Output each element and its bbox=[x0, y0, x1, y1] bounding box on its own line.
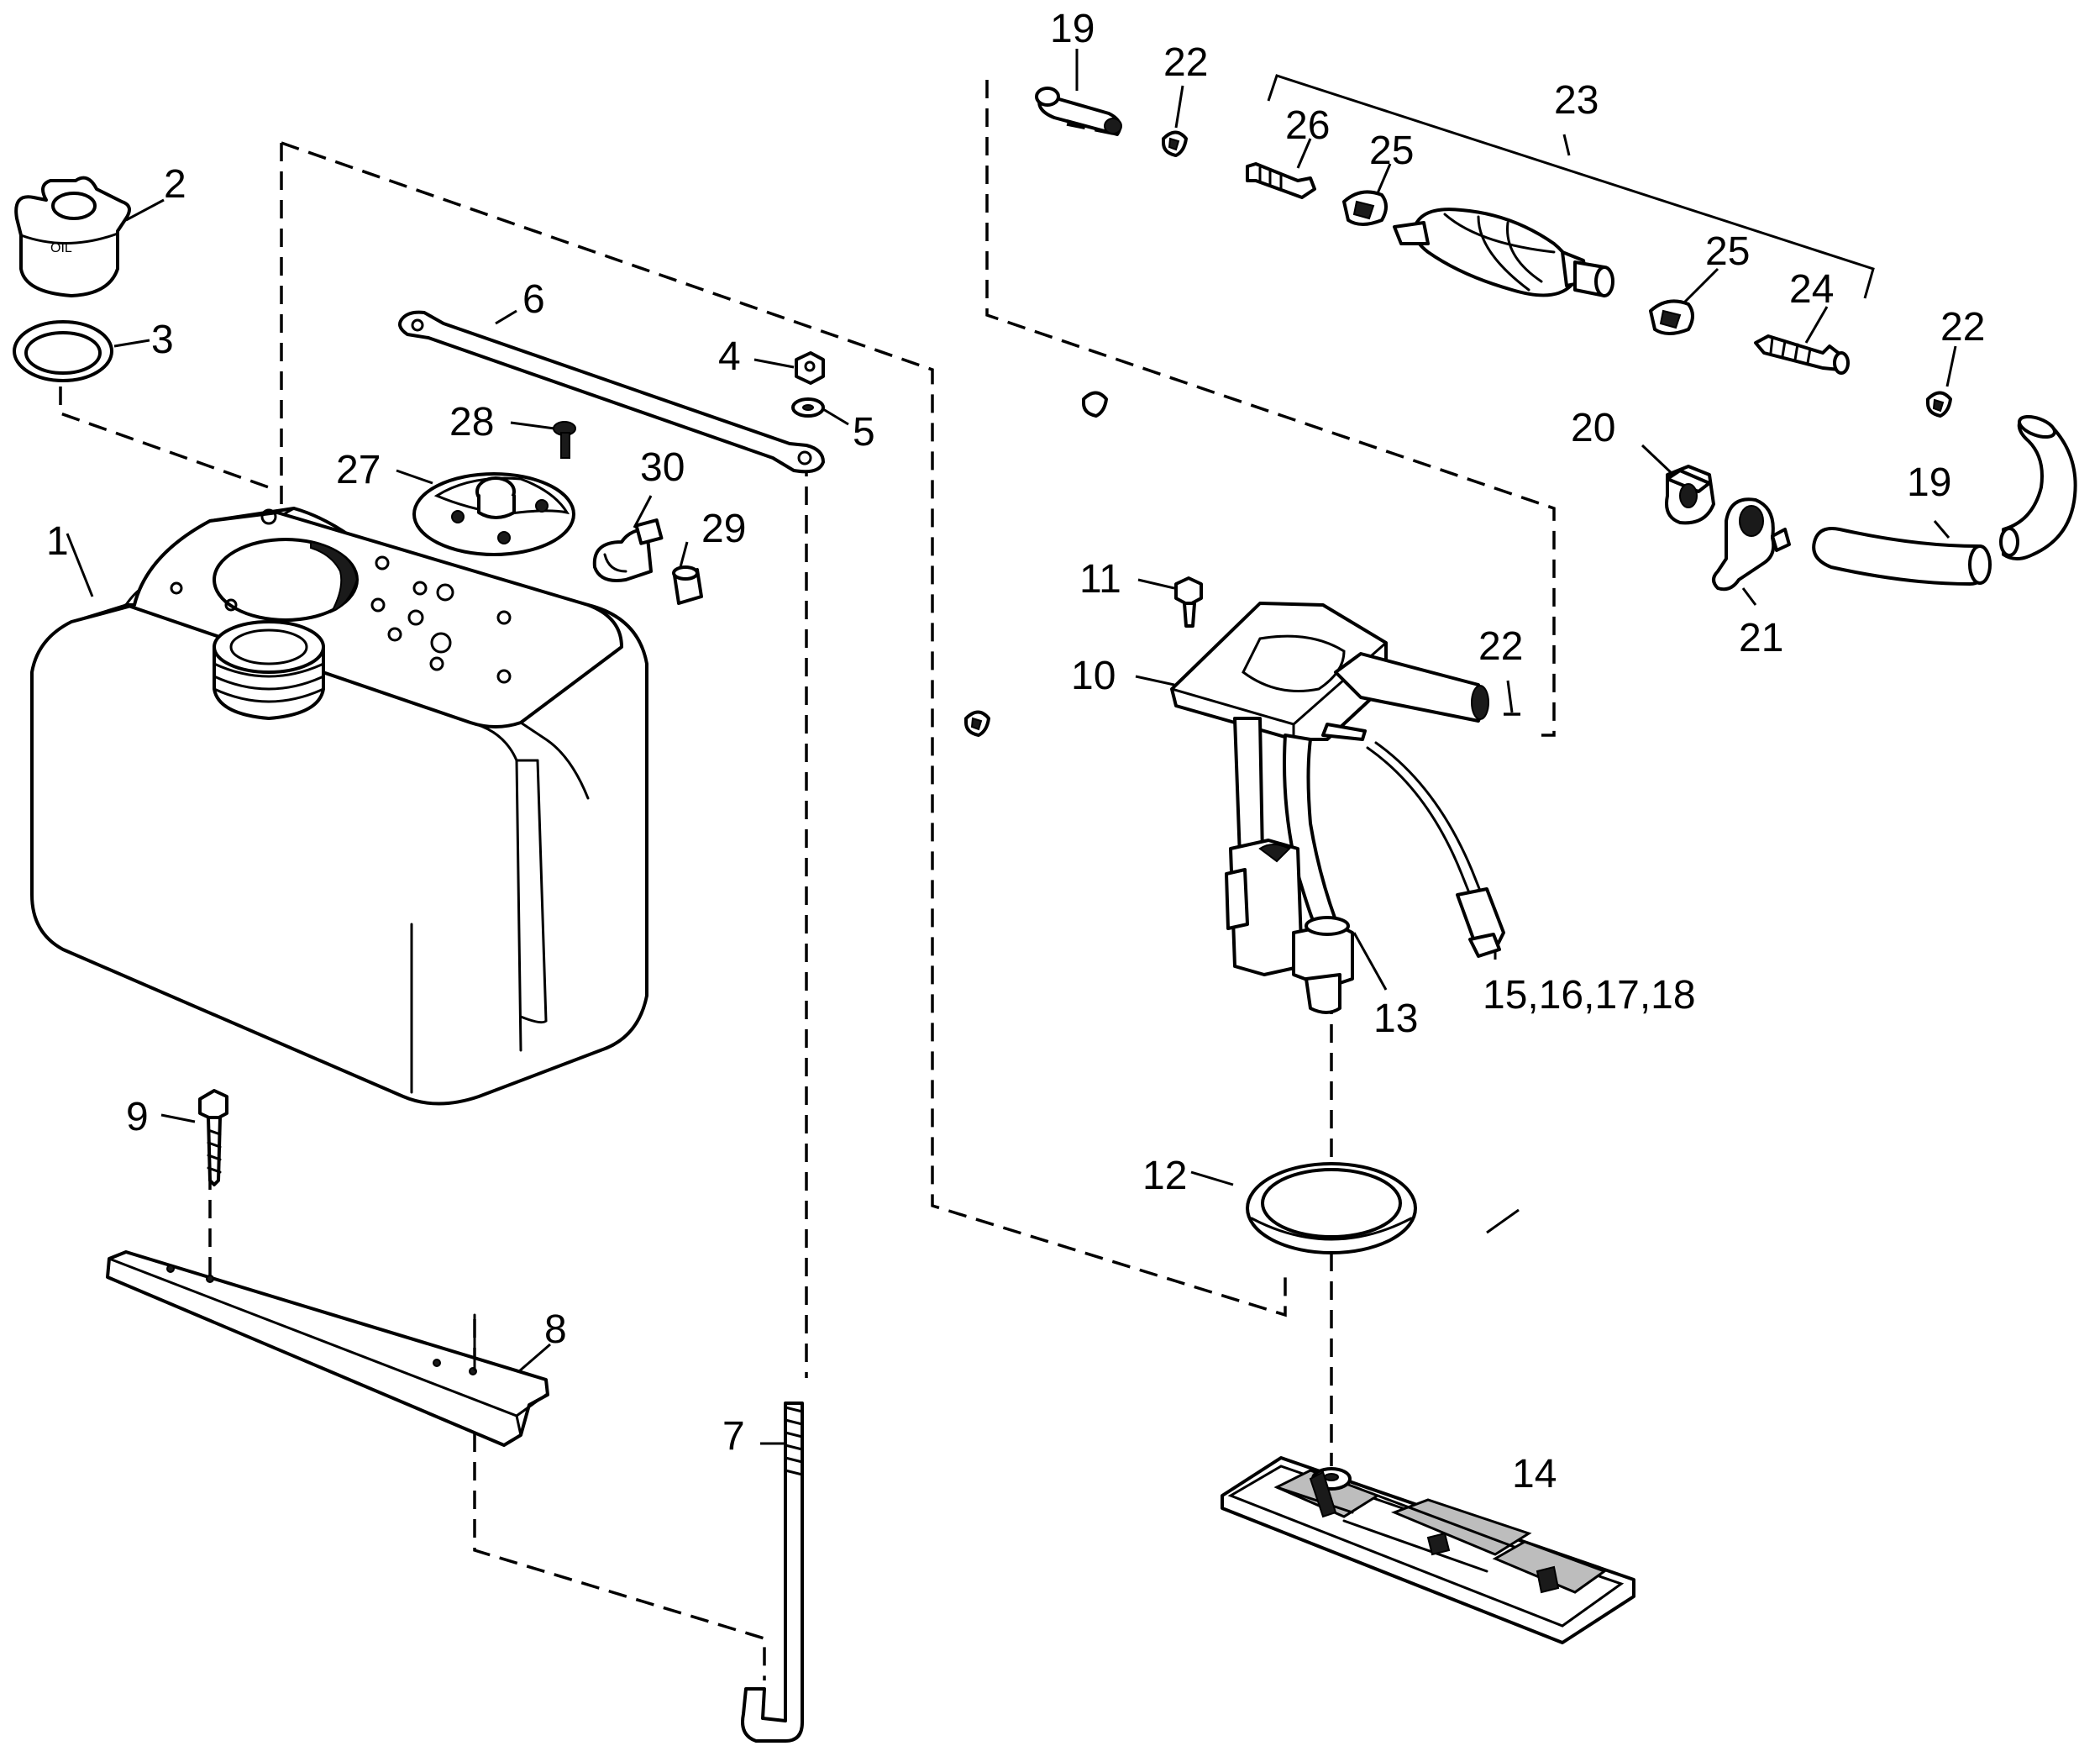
leader-lines bbox=[66, 49, 1957, 1445]
callout-1: 1 bbox=[46, 519, 69, 564]
fuel-hose-part bbox=[1812, 414, 2077, 586]
callout-3: 3 bbox=[151, 318, 174, 362]
callout-22-mid: 22 bbox=[1478, 624, 1523, 669]
callout-8: 8 bbox=[544, 1307, 567, 1352]
fuel-pickup-assembly-part bbox=[1170, 602, 1505, 1014]
callout-6: 6 bbox=[522, 277, 545, 322]
callout-5: 5 bbox=[853, 410, 875, 455]
callout-9: 9 bbox=[126, 1095, 149, 1139]
vent-cap-part bbox=[412, 472, 575, 556]
bolt-part bbox=[198, 1089, 228, 1186]
tank-connector-part bbox=[1712, 497, 1791, 592]
callout-28: 28 bbox=[449, 400, 494, 444]
screw-part bbox=[553, 421, 576, 459]
callout-22-right: 22 bbox=[1940, 305, 1985, 350]
callout-14: 14 bbox=[1512, 1452, 1557, 1496]
callout-26: 26 bbox=[1285, 103, 1330, 148]
callout-7: 7 bbox=[722, 1414, 745, 1459]
pickup-seal-part bbox=[1246, 1162, 1417, 1254]
small-clamp-parts bbox=[1342, 190, 1694, 335]
mounting-bracket-part bbox=[106, 1250, 549, 1447]
hose-fitting-part bbox=[1246, 162, 1316, 199]
callout-labels: 1 2 3 4 5 6 7 8 9 10 11 12 13 14 15,16,1… bbox=[46, 7, 1985, 1496]
callout-20: 20 bbox=[1571, 406, 1615, 450]
sleeve-part bbox=[672, 565, 703, 605]
hose-clip-parts bbox=[964, 130, 1952, 737]
connector-clip-part bbox=[1665, 465, 1715, 525]
callout-10: 10 bbox=[1071, 654, 1116, 698]
nut-washer-parts bbox=[791, 351, 825, 418]
callout-11: 11 bbox=[1079, 557, 1121, 602]
hose-sleeve-top-part bbox=[1035, 87, 1122, 136]
j-bolt-part bbox=[741, 1402, 804, 1743]
outlet-fitting-part bbox=[1754, 334, 1850, 375]
callout-4: 4 bbox=[718, 334, 741, 379]
hose-clamp-part bbox=[592, 518, 664, 582]
callout-2: 2 bbox=[164, 162, 186, 207]
fuel-cap-part: OIL bbox=[14, 176, 131, 297]
callout-23: 23 bbox=[1554, 78, 1599, 123]
callout-24: 24 bbox=[1789, 267, 1834, 312]
callout-13: 13 bbox=[1373, 997, 1418, 1041]
callout-29: 29 bbox=[701, 507, 746, 551]
callout-12: 12 bbox=[1142, 1154, 1187, 1198]
fuel-filter-plate-part bbox=[1221, 1456, 1635, 1644]
callout-15-18: 15,16,17,18 bbox=[1483, 973, 1696, 1018]
callout-25-right: 25 bbox=[1705, 229, 1750, 274]
cap-gasket-part bbox=[13, 320, 113, 382]
primer-bulb-part bbox=[1393, 208, 1614, 297]
callout-21: 21 bbox=[1739, 616, 1783, 660]
callout-30: 30 bbox=[640, 445, 685, 490]
fuel-tank-part bbox=[30, 507, 648, 1106]
callout-19-top: 19 bbox=[1050, 7, 1095, 51]
callout-27: 27 bbox=[336, 448, 381, 492]
callout-19-right: 19 bbox=[1907, 460, 1951, 505]
callout-22-top: 22 bbox=[1163, 40, 1208, 85]
svg-text:OIL: OIL bbox=[50, 241, 72, 255]
callout-25-left: 25 bbox=[1369, 129, 1414, 173]
strap-part bbox=[398, 310, 825, 474]
pickup-bolt-part bbox=[1174, 576, 1203, 628]
